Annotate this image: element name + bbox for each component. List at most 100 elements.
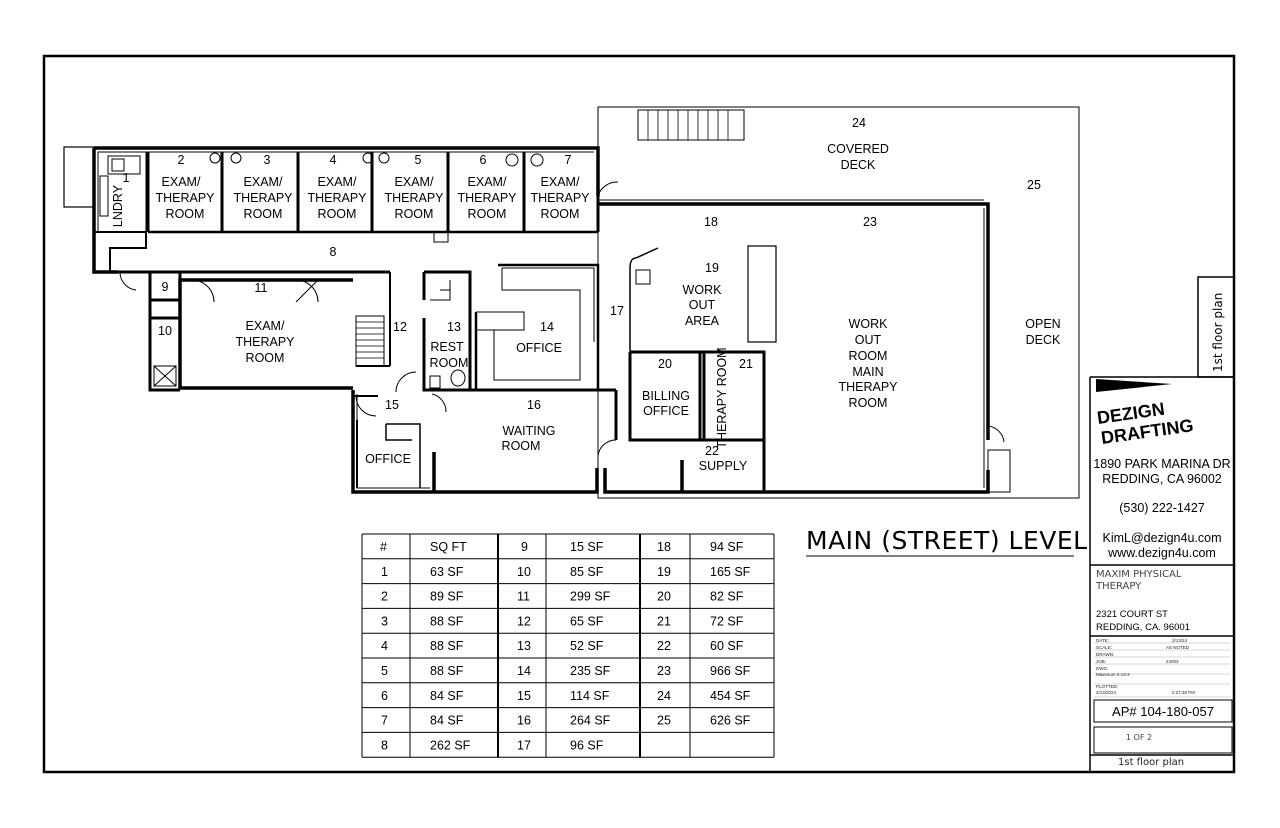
- room-20-label-1: BILLING: [642, 389, 690, 403]
- sheet-number: 1 OF 2: [1125, 733, 1153, 742]
- room-7-label-1: EXAM/: [541, 175, 580, 189]
- room-19-label-1: WORK: [683, 283, 723, 297]
- room-23-label-3: ROOM: [849, 349, 888, 363]
- room-13-label-1: REST: [430, 340, 464, 354]
- table-cell-room: 8: [381, 738, 388, 752]
- meta-date-value: 2/13/24: [1172, 638, 1188, 643]
- table-cell-sqft: 84 SF: [430, 714, 464, 728]
- room-2-label-2: THERAPY: [155, 191, 215, 205]
- table-cell-sqft: 262 SF: [430, 738, 471, 752]
- table-cell-room: 1: [381, 565, 388, 579]
- room-16-label-1: WAITING: [502, 424, 555, 438]
- table-cell-room: 15: [517, 689, 531, 703]
- room-11-label-2: THERAPY: [235, 335, 295, 349]
- table-cell-sqft: 72 SF: [710, 614, 744, 628]
- room-21-number: 21: [739, 357, 753, 371]
- sheet-title: 1st floor plan: [1118, 757, 1185, 768]
- table-cell-sqft: 235 SF: [570, 664, 611, 678]
- meta-plotted-value: 2/13/2024: [1096, 690, 1117, 695]
- room-23-label-5: THERAPY: [838, 380, 898, 394]
- firm-website: www.dezign4u.com: [1108, 546, 1216, 560]
- table-cell-room: 13: [517, 639, 531, 653]
- firm-address-2: REDDING, CA 96002: [1102, 472, 1222, 486]
- table-cell-room: 24: [657, 689, 671, 703]
- table-cell-room: 11: [517, 590, 530, 604]
- table-cell-room: 6: [381, 689, 388, 703]
- room-5-number: 5: [415, 153, 422, 167]
- meta-dwg-value: Maximum 2-13-2: [1096, 672, 1130, 677]
- room-23-label-4: MAIN: [852, 365, 883, 379]
- table-cell-sqft: 94 SF: [710, 540, 744, 554]
- room-15-number: 15: [385, 398, 399, 412]
- meta-drawn-label: DRAWN:: [1096, 652, 1114, 657]
- room-23-label-2: OUT: [855, 333, 882, 347]
- room-23-number: 23: [863, 215, 877, 229]
- room-18-number: 18: [704, 215, 718, 229]
- firm-email: KimL@dezign4u.com: [1102, 531, 1222, 545]
- table-cell-sqft: 85 SF: [570, 565, 604, 579]
- room-13-label-2: ROOM: [430, 356, 469, 370]
- ap-number: AP# 104-180-057: [1112, 704, 1214, 719]
- room-14-number: 14: [540, 320, 554, 334]
- room-7-number: 7: [565, 153, 572, 167]
- room-5-label-3: ROOM: [395, 207, 434, 221]
- table-cell-sqft: 82 SF: [710, 590, 744, 604]
- table-cell-sqft: 264 SF: [570, 714, 611, 728]
- room-25-label-2: DECK: [1026, 333, 1061, 347]
- room-24-label-2: DECK: [841, 158, 876, 172]
- room-4-number: 4: [330, 153, 337, 167]
- room-9-number: 9: [162, 280, 169, 294]
- table-cell-room: 25: [657, 714, 671, 728]
- table-cell-room: 7: [381, 714, 388, 728]
- room-25-number: 25: [1027, 178, 1041, 192]
- table-cell-room: 20: [657, 590, 671, 604]
- table-cell-room: 23: [657, 664, 671, 678]
- room-1-label: LNDRY: [111, 184, 125, 227]
- room-19-number: 19: [705, 261, 719, 275]
- room-5-label-2: THERAPY: [384, 191, 444, 205]
- project-name: MAXIM PHYSICAL THERAPY: [1096, 569, 1182, 592]
- room-19-label-3: AREA: [685, 314, 720, 328]
- table-header-sqft: SQ FT: [430, 540, 467, 554]
- room-3-label-3: ROOM: [244, 207, 283, 221]
- room-7-label-2: THERAPY: [530, 191, 590, 205]
- table-cell-sqft: 63 SF: [430, 565, 464, 579]
- room-3-label-1: EXAM/: [244, 175, 283, 189]
- room-23-label-6: ROOM: [849, 396, 888, 410]
- room-4-label-1: EXAM/: [318, 175, 357, 189]
- room-8-number: 8: [330, 245, 337, 259]
- table-cell-sqft: 52 SF: [570, 639, 604, 653]
- room-12-number: 12: [393, 320, 407, 334]
- table-cell-sqft: 84 SF: [430, 689, 464, 703]
- room-17-number: 17: [610, 304, 624, 318]
- table-cell-sqft: 88 SF: [430, 639, 464, 653]
- room-10-number: 10: [158, 324, 172, 338]
- table-cell-sqft: 299 SF: [570, 590, 611, 604]
- room-11-label-3: ROOM: [246, 351, 285, 365]
- room-19-label-2: OUT: [689, 298, 716, 312]
- table-cell-sqft: 626 SF: [710, 714, 751, 728]
- room-4-label-3: ROOM: [318, 207, 357, 221]
- meta-plotted-time: 2:27:36 PM: [1172, 690, 1195, 695]
- meta-scale-label: SCALE:: [1096, 645, 1112, 650]
- room-22-number: 22: [705, 444, 719, 458]
- table-cell-sqft: 96 SF: [570, 738, 604, 752]
- table-cell-room: 18: [657, 540, 671, 554]
- table-cell-sqft: 454 SF: [710, 689, 751, 703]
- table-cell-room: 19: [657, 565, 671, 579]
- room-11-label-1: EXAM/: [246, 319, 285, 333]
- table-cell-room: 9: [521, 540, 528, 554]
- room-5-label-1: EXAM/: [395, 175, 434, 189]
- side-label: 1st floor plan: [1211, 293, 1225, 372]
- plan-title: MAIN (STREET) LEVEL: [806, 526, 1088, 555]
- room-3-label-2: THERAPY: [233, 191, 293, 205]
- table-header-number: #: [380, 540, 387, 554]
- table-cell-room: 21: [657, 614, 671, 628]
- room-6-label-1: EXAM/: [468, 175, 507, 189]
- room-6-label-3: ROOM: [468, 207, 507, 221]
- room-2-label-1: EXAM/: [162, 175, 201, 189]
